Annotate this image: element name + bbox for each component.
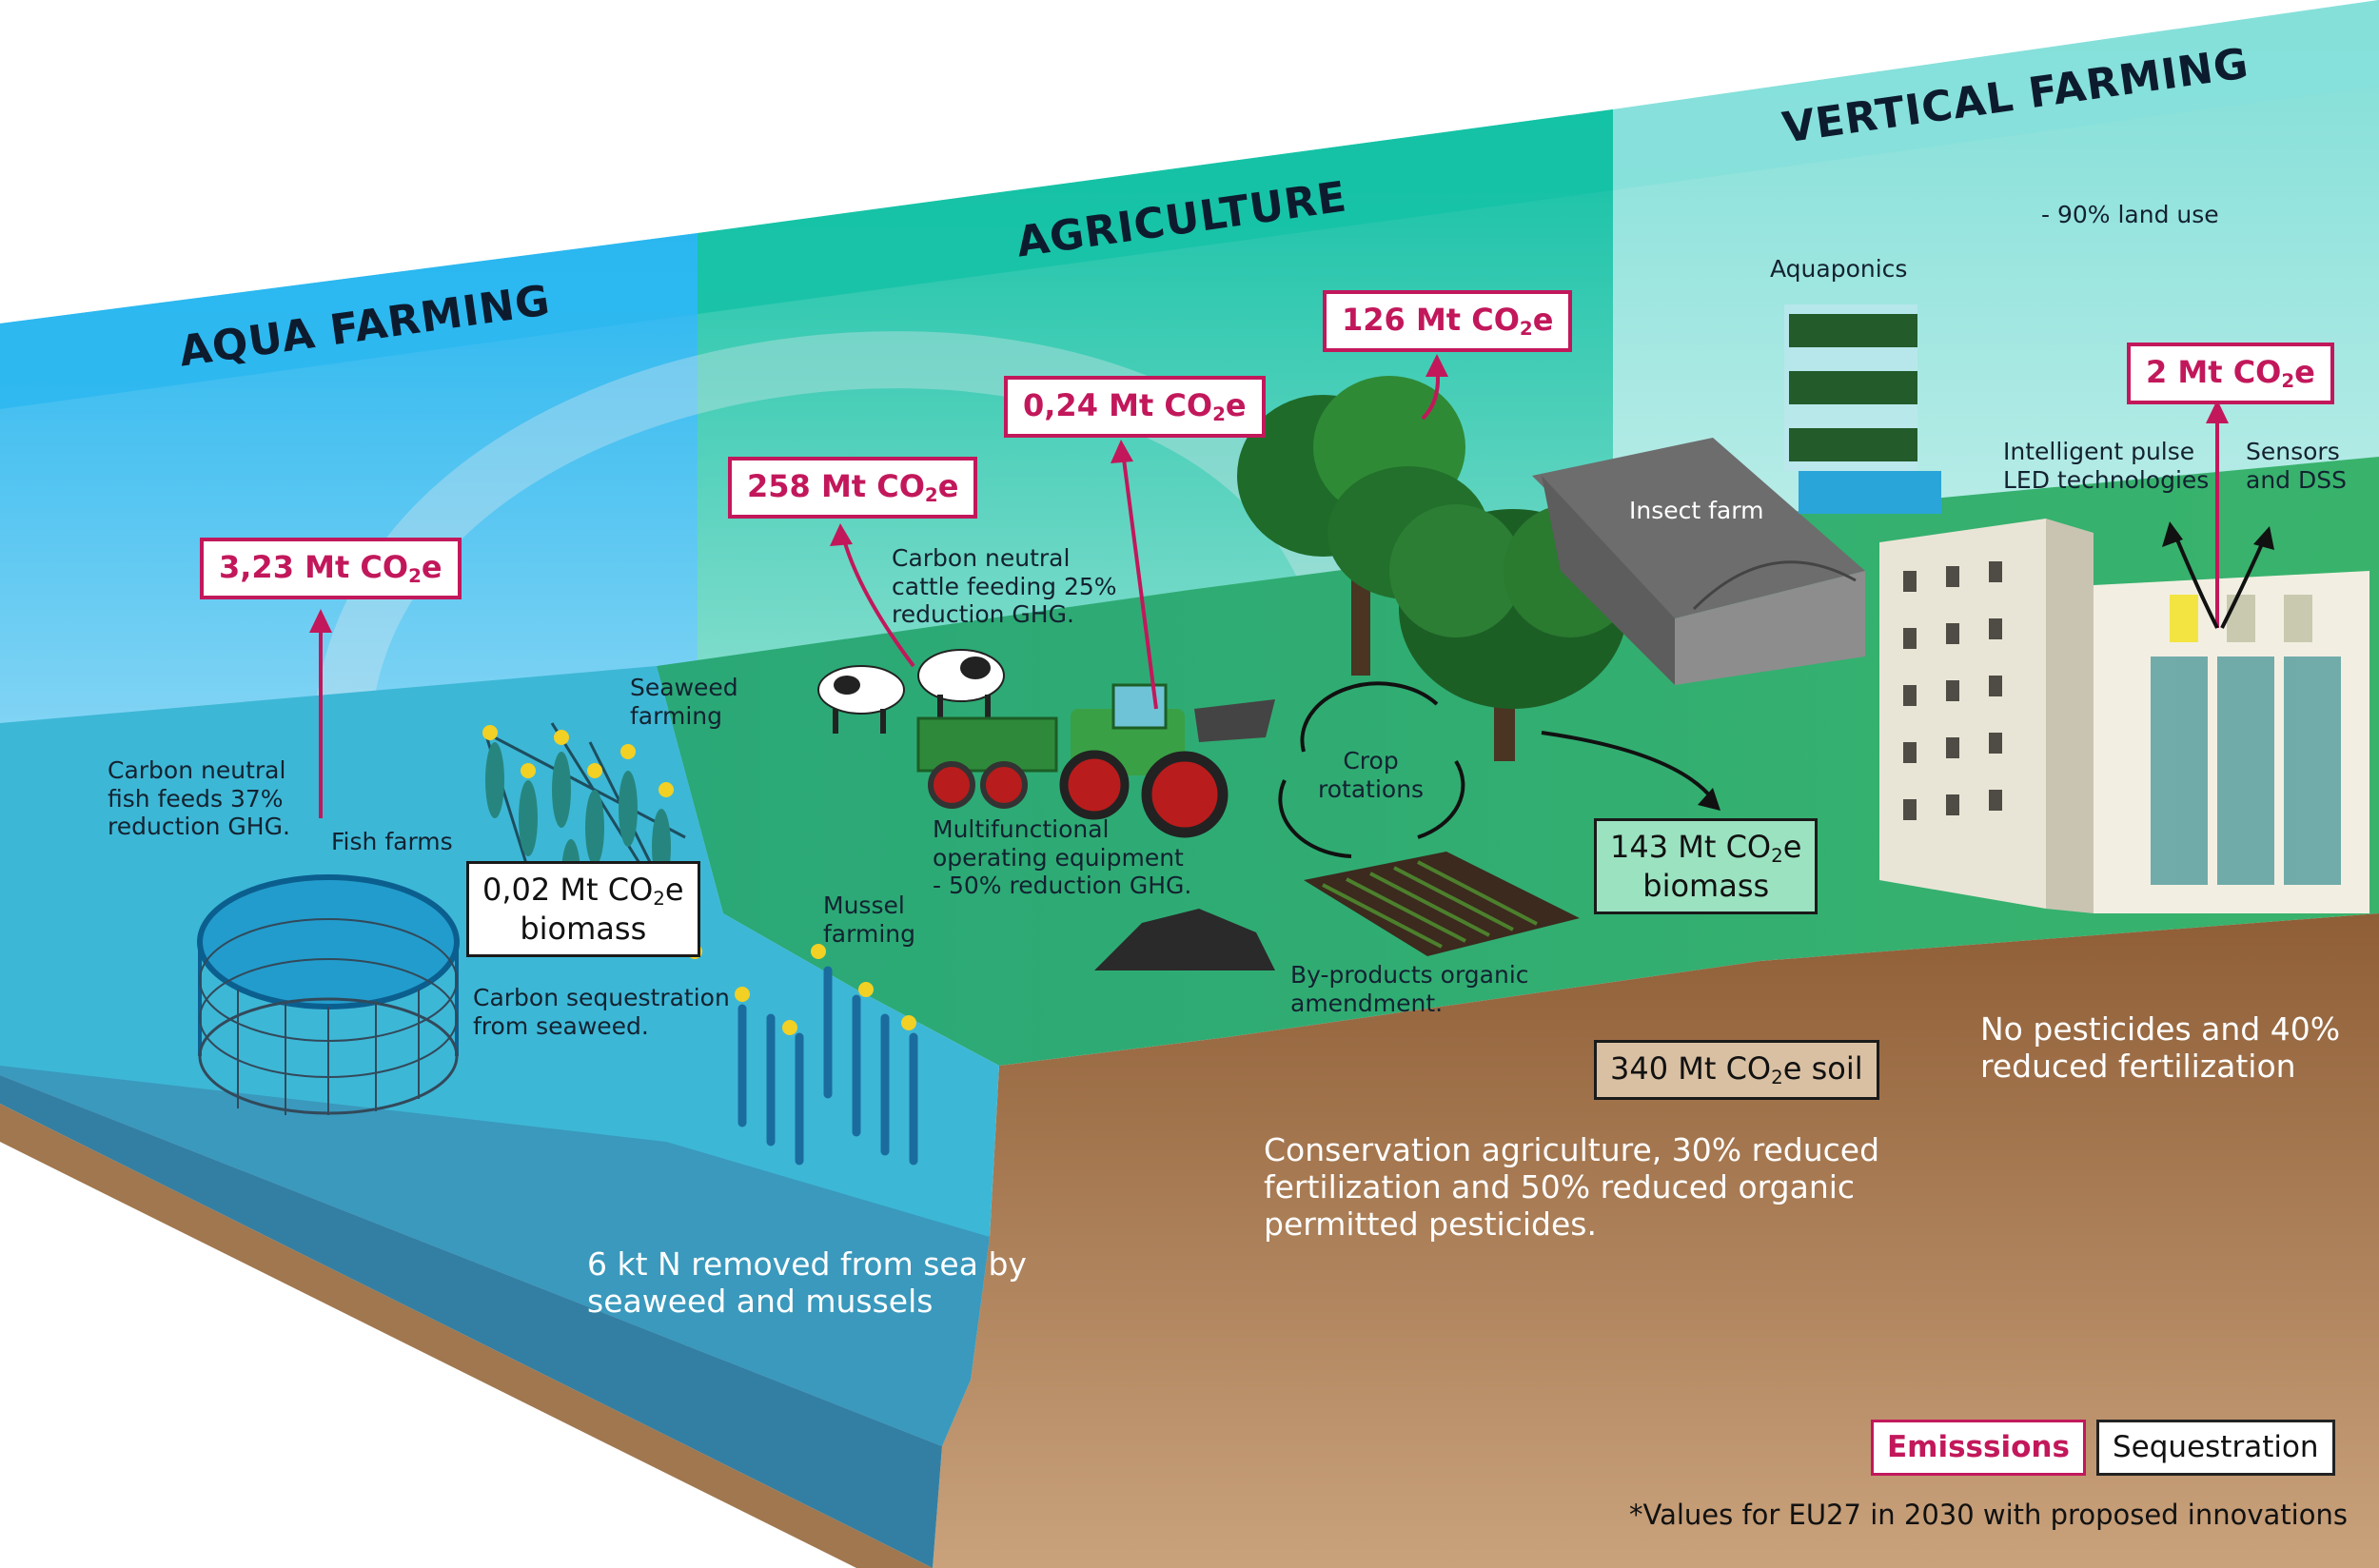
land-use-label: - 90% land use [2041,201,2219,228]
mussel-ropes [737,966,918,1166]
cows [817,649,1005,734]
pesticides-statement: No pesticides and 40%reduced fertilizati… [1980,1010,2341,1085]
sequestration-box-agri-biomass: 143 Mt CO2e biomass [1594,818,1819,915]
crop-rotation-cycle [1278,681,1465,858]
seabed-edge [0,1104,933,1568]
ground [0,457,2379,1568]
compost-heap [1094,909,1275,970]
emission-box-aqua: 3,23 Mt CO2e [200,538,462,599]
aquaponics-rack [1784,304,1941,514]
emission-box-equipment: 0,24 Mt CO2e [1004,376,1266,438]
aquaponics-label: Aquaponics [1770,255,1908,283]
legend-emissions: Emisssions [1871,1420,2086,1477]
emission-box-cattle: 258 Mt CO2e [728,457,978,519]
emission-box-trees: 126 Mt CO2e [1323,290,1573,352]
fish-farms-label: Fish farms [331,828,453,855]
crop-rows [1322,860,1538,949]
fish-farm-cage [197,874,460,1115]
sequestration-box-seaweed: 0,02 Mt CO2e biomass [466,861,700,958]
footnote: *Values for EU27 in 2030 with proposed i… [1629,1499,2348,1531]
vertical-farm-building [1879,519,2369,913]
water-deep [0,1066,990,1446]
emission-box-vertical: 2 Mt CO2e [2127,343,2334,404]
agri-band [698,109,1613,314]
sequestration-arrowheads [1698,521,2274,811]
sequestration-box-soil: 340 Mt CO2e soil [1594,1040,1879,1100]
insect-farm-label: Insect farm [1629,497,1764,524]
water-front [0,1075,942,1568]
sequestration-arrows [1541,532,2267,801]
vertical-band [1613,0,2379,190]
aqua-band [0,233,698,409]
emission-arrowheads [309,354,2229,633]
insect-farm-building [1532,438,1865,685]
legend-sequestration: Sequestration [2096,1420,2335,1477]
soil-block [933,913,2379,1568]
